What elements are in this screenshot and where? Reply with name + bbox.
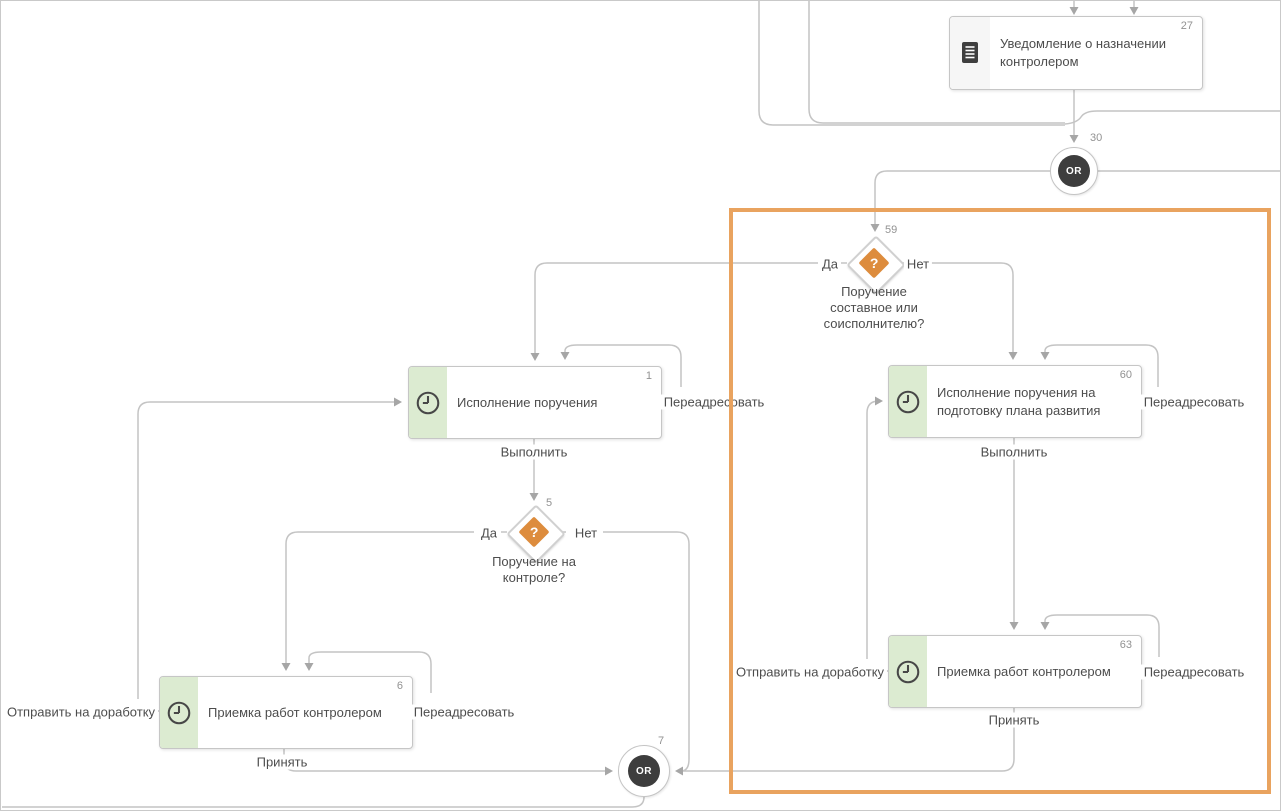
edge-rework-to-task1[interactable] — [137, 397, 402, 699]
document-icon — [962, 42, 978, 63]
node-task-63[interactable]: Приемка работ контролером 63 — [888, 635, 1142, 708]
clock-icon — [167, 701, 191, 724]
node-number: 27 — [1180, 20, 1193, 32]
node-decision-5[interactable]: ? — [506, 504, 566, 564]
decision-59-caption: Поручение составное или соисполнителю? — [823, 284, 925, 331]
node-title: Уведомление о назначении контролером — [1000, 36, 1166, 69]
node-number: 6 — [396, 680, 403, 692]
node-title: Исполнение поручения на подготовку плана… — [937, 384, 1101, 418]
edge-label-rework[interactable]: Отправить на доработку — [732, 664, 888, 680]
edge-top-bypass-right[interactable] — [1064, 110, 1280, 125]
node-notification-27[interactable]: Уведомление о назначении контролером 27 — [949, 16, 1203, 90]
edge-top-bypass-b[interactable] — [808, 1, 1065, 124]
edge-task6-redirect-loop[interactable] — [304, 651, 432, 693]
node-gateway-or-7[interactable]: OR — [618, 745, 670, 797]
node-number: 1 — [645, 370, 652, 382]
edge-59yes-to-task1[interactable] — [530, 262, 818, 361]
node-decision-59[interactable]: ? — [846, 235, 906, 295]
node-title: Исполнение поручения — [457, 394, 598, 410]
node-gateway-or-30[interactable]: OR — [1050, 147, 1098, 195]
edge-task63-accept-to-or7[interactable] — [675, 706, 1015, 776]
task-icon-pane — [409, 367, 447, 438]
node-task-1[interactable]: Исполнение поручения 1 — [408, 366, 662, 439]
edge-top-bypass-a[interactable] — [758, 1, 1065, 126]
edge-task6-accept-to-or7[interactable] — [283, 747, 613, 776]
node-number: 7 — [658, 735, 665, 747]
edge-label-redirect[interactable]: Переадресовать — [1140, 394, 1248, 410]
node-task-60[interactable]: Исполнение поручения на подготовку плана… — [888, 365, 1142, 438]
edge-label-yes[interactable]: Да — [818, 256, 842, 272]
node-number: 63 — [1119, 639, 1132, 651]
edge-label-rework[interactable]: Отправить на доработку — [3, 704, 159, 720]
edge-or7-out[interactable] — [2, 796, 645, 808]
edge-label-yes[interactable]: Да — [477, 525, 501, 541]
edge-label-execute[interactable]: Выполнить — [497, 444, 571, 460]
edge-task60-redirect-loop[interactable] — [1040, 344, 1159, 387]
edge-rework-to-task60[interactable] — [866, 396, 883, 659]
edge-task1-redirect-loop[interactable] — [560, 344, 682, 387]
edge-5yes-to-task6[interactable] — [281, 531, 474, 671]
clock-icon — [896, 660, 920, 683]
node-number: 60 — [1119, 369, 1132, 381]
decision-5-caption: Поручение на контроле? — [492, 554, 576, 585]
node-title: Приемка работ контролером — [937, 663, 1111, 679]
clock-icon — [416, 391, 440, 414]
task-icon-pane — [889, 366, 927, 437]
or-gateway-core: OR — [1058, 155, 1090, 187]
edge-59no-to-task60[interactable] — [931, 262, 1018, 360]
edge-label-redirect[interactable]: Переадресовать — [1140, 664, 1248, 680]
edge-label-accept[interactable]: Принять — [985, 712, 1043, 728]
edge-5no-to-or7[interactable] — [603, 531, 690, 772]
edge-label-redirect[interactable]: Переадресовать — [660, 394, 768, 410]
task-icon-pane — [889, 636, 927, 707]
or-gateway-core: OR — [628, 755, 660, 787]
node-number: 59 — [885, 224, 898, 236]
node-task-6[interactable]: Приемка работ контролером 6 — [159, 676, 413, 749]
edge-label-execute[interactable]: Выполнить — [977, 444, 1051, 460]
edge-task63-redirect-loop[interactable] — [1040, 614, 1160, 657]
edge-label-no[interactable]: Нет — [903, 256, 933, 272]
notification-icon-pane — [950, 17, 990, 89]
task-icon-pane — [160, 677, 198, 748]
node-number: 30 — [1090, 132, 1103, 144]
node-number: 5 — [546, 497, 553, 509]
edge-label-no[interactable]: Нет — [571, 525, 601, 541]
edge-label-accept[interactable]: Принять — [253, 754, 311, 770]
edge-label-redirect[interactable]: Переадресовать — [410, 704, 518, 720]
clock-icon — [896, 390, 920, 413]
edge-or30-to-decision59[interactable] — [870, 170, 1050, 232]
node-title: Приемка работ контролером — [208, 704, 382, 720]
